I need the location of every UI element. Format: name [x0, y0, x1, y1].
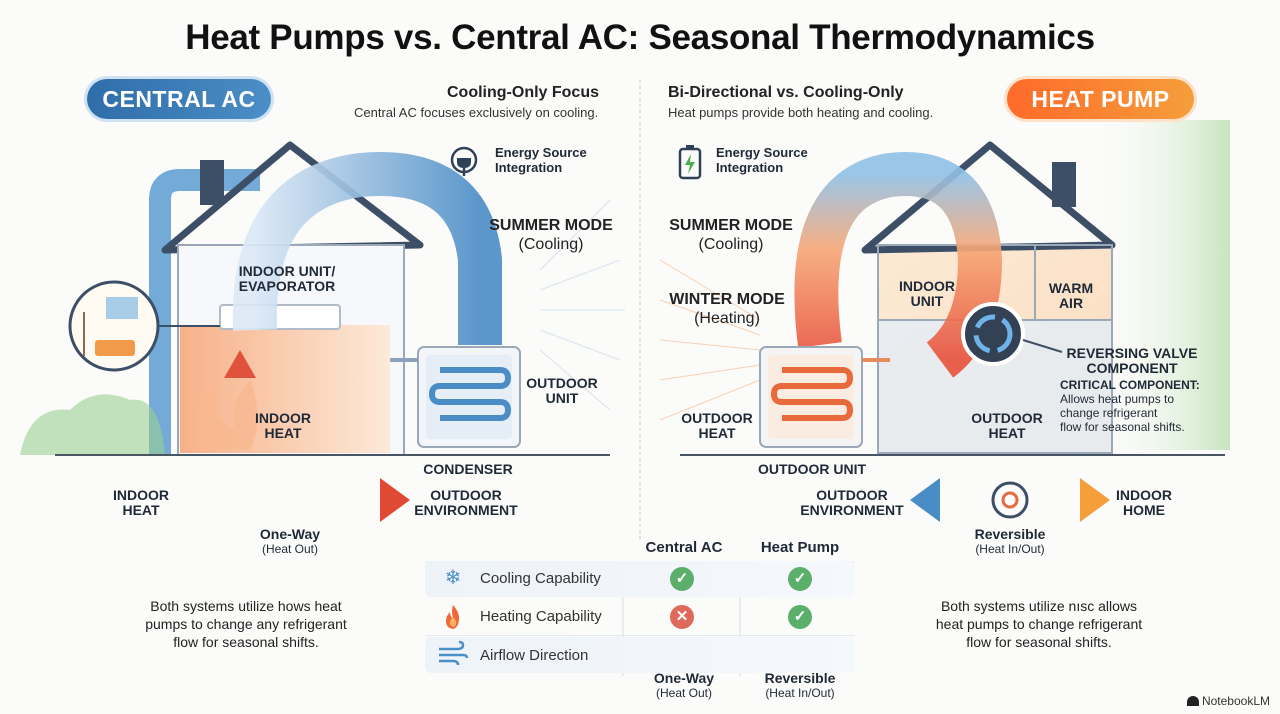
battery-icon: [677, 144, 703, 180]
notebooklm-brand: NotebookLM: [1186, 694, 1270, 708]
table-col-heat-pump: Heat Pump: [760, 539, 840, 556]
plug-icon: [449, 144, 479, 180]
hp-subheading: Heat pumps provide both heating and cool…: [668, 105, 934, 120]
table-row-heating: [425, 599, 855, 636]
ac-energy-source: Energy Source Integration: [495, 145, 587, 175]
wind-icon: [437, 640, 469, 668]
ac-summary: Both systems utilize hows heat pumps to …: [145, 598, 347, 650]
ac-summer-mode: SUMMER MODE(Cooling): [489, 217, 613, 253]
table-row-airflow: [425, 637, 855, 673]
table-label-airflow: Airflow Direction: [480, 647, 589, 664]
hp-winter-mode: WINTER MODE(Heating): [669, 291, 785, 327]
heat-pump-badge: HEAT PUMP: [1007, 79, 1194, 119]
hp-summary: Both systems utilize nısc allows heat pu…: [935, 598, 1143, 650]
page-title: Heat Pumps vs. Central AC: Seasonal Ther…: [185, 18, 1095, 57]
ac-subheading: Central AC focuses exclusively on coolin…: [354, 105, 599, 120]
table-label-heating: Heating Capability: [480, 608, 602, 625]
check-icon: ✓: [788, 567, 812, 591]
hp-flow-label: Reversible (Heat In/Out): [974, 526, 1046, 556]
table-hp-flow: Reversible (Heat In/Out): [764, 670, 836, 700]
check-icon: ✓: [788, 605, 812, 629]
flame-icon: [440, 603, 466, 631]
hp-energy-source: Energy Source Integration: [716, 145, 808, 175]
table-col-central-ac: Central AC: [645, 539, 723, 556]
ac-heading: Cooling-Only Focus: [447, 84, 599, 101]
hp-outdoor-unit-label: OUTDOOR UNIT: [757, 461, 867, 477]
notebooklm-logo-icon: [1186, 696, 1199, 706]
hp-summer-mode: SUMMER MODE(Cooling): [669, 217, 793, 253]
ac-condenser-label: CONDENSER: [423, 461, 513, 477]
table-label-cooling: Cooling Capability: [480, 570, 601, 587]
central-ac-badge: CENTRAL AC: [87, 79, 271, 119]
hp-critical-component: CRITICAL COMPONENT: Allows heat pumps to…: [1060, 378, 1200, 434]
table-row-cooling: [425, 561, 855, 597]
ac-indoor-unit-label: INDOOR UNIT/EVAPORATOR: [238, 263, 336, 294]
ac-flow-label: One-Way (Heat Out): [259, 526, 321, 556]
snowflake-icon: ❄: [444, 567, 462, 589]
check-icon: ✓: [670, 567, 694, 591]
hp-heading: Bi-Directional vs. Cooling-Only: [668, 84, 904, 101]
table-ac-flow: One-Way (Heat Out): [653, 670, 715, 700]
cross-icon: ✕: [670, 605, 694, 629]
